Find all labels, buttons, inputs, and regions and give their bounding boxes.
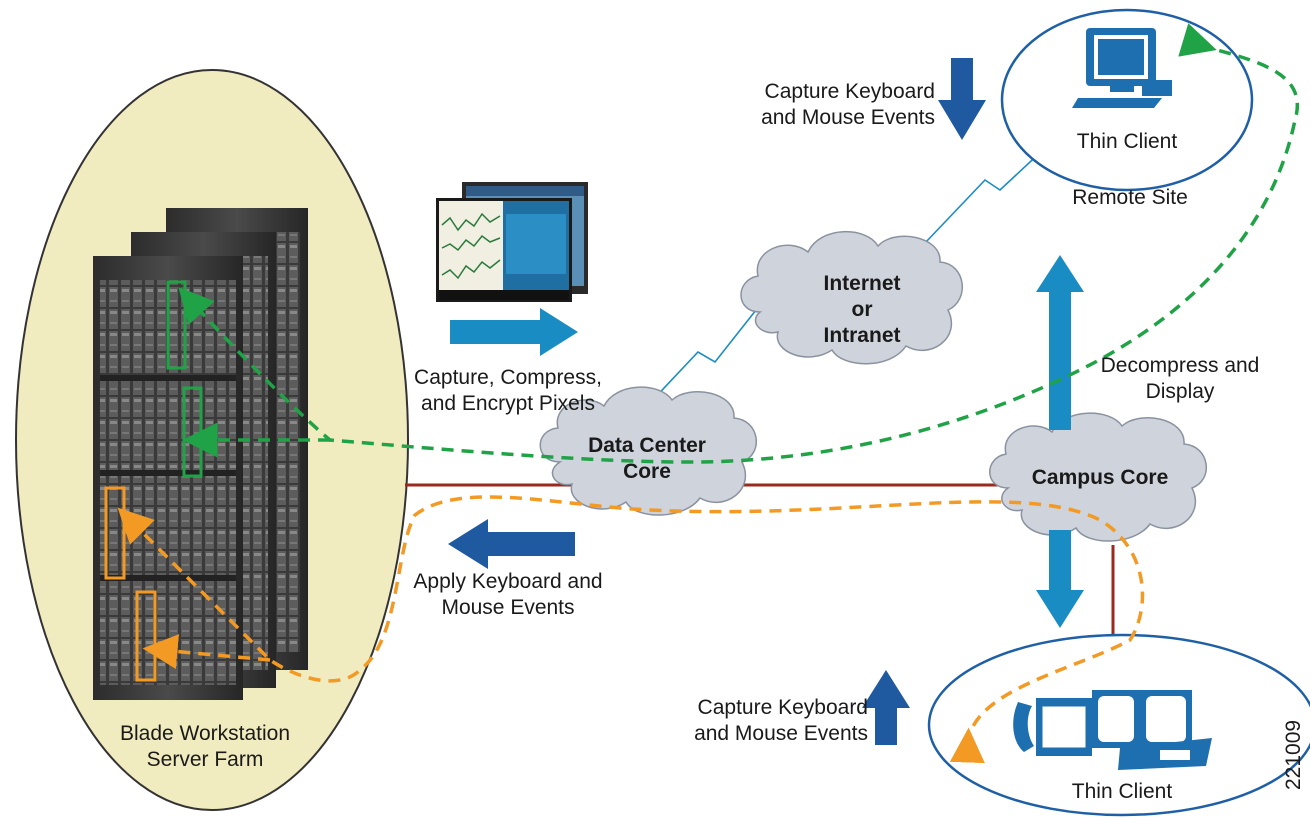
campus-core-label: Campus Core	[1032, 466, 1169, 489]
remote-thin-client-label: Thin Client	[1077, 130, 1178, 153]
internet-label-line3: Intranet	[823, 324, 900, 347]
trading-desk-icon	[1013, 690, 1212, 770]
desktop-screens-image	[436, 182, 588, 302]
figure-id-label: 221009	[1282, 720, 1305, 790]
campus-session-path	[117, 495, 1145, 764]
compress-arrow	[450, 308, 578, 356]
decompress-label-line2: Display	[1146, 380, 1215, 403]
decompress-up-arrow	[1036, 255, 1084, 430]
campus-core-cloud	[989, 412, 1207, 542]
capture-remote-arrow	[938, 58, 986, 140]
apply-events-arrow	[448, 519, 575, 569]
server-farm-label-line2: Server Farm	[147, 748, 264, 771]
data-center-core-label-line2: Core	[623, 460, 671, 483]
capture-campus-label-line2: and Mouse Events	[694, 722, 868, 745]
apply-label-line2: Mouse Events	[441, 596, 574, 619]
server-farm-label-line1: Blade Workstation	[120, 722, 290, 745]
internet-label-line1: Internet	[823, 272, 900, 295]
internet-label-line2: or	[852, 298, 873, 321]
wan-link-datacenter-internet	[647, 304, 761, 406]
remote-site-label: Remote Site	[1072, 186, 1188, 209]
apply-label-line1: Apply Keyboard and	[413, 570, 602, 593]
compress-label-line2: and Encrypt Pixels	[421, 392, 595, 415]
decompress-label-line1: Decompress and	[1101, 354, 1260, 377]
capture-remote-label-line2: and Mouse Events	[761, 106, 935, 129]
display-down-arrow	[1036, 530, 1084, 628]
compress-label-line1: Capture, Compress,	[414, 366, 602, 389]
remote-blade-highlight-1	[166, 280, 187, 370]
capture-campus-label-line1: Capture Keyboard	[698, 696, 868, 719]
campus-thin-client-label: Thin Client	[1072, 780, 1173, 803]
capture-campus-arrow	[862, 670, 910, 745]
wan-link-internet-remote	[924, 147, 1046, 244]
data-center-core-label-line1: Data Center	[588, 434, 706, 457]
capture-remote-label-line1: Capture Keyboard	[765, 80, 935, 103]
